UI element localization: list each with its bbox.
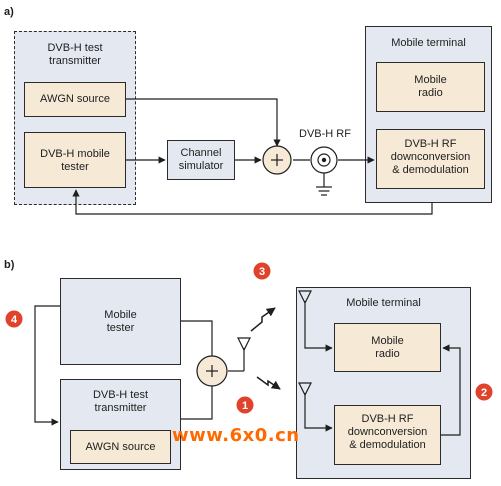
channel-simulator-box — [167, 140, 235, 180]
badge-2-label: 2 — [481, 387, 487, 399]
mobile-terminal-title-a: Mobile terminal — [391, 37, 466, 49]
badge-1: 1 — [236, 396, 254, 414]
feedback-line-b — [441, 344, 461, 436]
tester-to-adder-line — [181, 320, 213, 356]
loop-line-b — [34, 305, 60, 426]
downconversion-box-a — [376, 129, 485, 189]
awgn-source-label: AWGN source — [40, 93, 110, 105]
transmitter-to-adder-line — [181, 386, 213, 420]
rx-antenna-icon-1 — [298, 290, 312, 310]
part-b-label: b) — [4, 259, 15, 271]
downconversion-label-a: DVB-H RF downconversion & demodulation — [390, 138, 471, 176]
badge-2: 2 — [475, 383, 493, 401]
mobile-tester-box — [24, 132, 126, 188]
wireless-signal-icon-lower — [256, 376, 281, 390]
rx-antenna-icon-2 — [298, 382, 312, 401]
mobile-tester-label: DVB-H mobile tester — [40, 148, 110, 173]
test-transmitter-title-b: DVB-H test transmitter — [92, 389, 148, 414]
badge-1-label: 1 — [242, 400, 248, 412]
downconversion-label-b: DVB-H RF downconversion & demodulation — [347, 413, 428, 451]
downconversion-box-b — [334, 405, 441, 465]
badge-4-label: 4 — [11, 314, 18, 326]
antenna2-to-downconv-line — [304, 401, 333, 432]
feedback-line-a — [72, 189, 433, 215]
badge-3-label: 3 — [259, 266, 265, 278]
mobile-radio-box-a — [376, 62, 485, 112]
awgn-source-box — [24, 82, 126, 117]
mobile-tester-panel-b — [60, 278, 181, 365]
antenna1-to-radio-line — [304, 310, 333, 352]
test-transmitter-title: DVB-H test transmitter — [47, 42, 103, 67]
mobile-radio-box-b — [334, 323, 441, 372]
badge-3: 3 — [253, 262, 271, 280]
awgn-source-box-b — [70, 430, 171, 464]
mobile-radio-label-a: Mobile radio — [414, 74, 447, 99]
awgn-source-label-b: AWGN source — [85, 441, 156, 453]
badge-4: 4 — [5, 310, 23, 328]
channel-simulator-label: Channel simulator — [178, 147, 224, 172]
dvbh-rf-label: DVB-H RF — [299, 128, 351, 140]
mobile-tester-label-b: Mobile tester — [104, 309, 137, 334]
wireless-signal-icon-upper — [250, 307, 276, 332]
awgn-to-adder-line — [126, 98, 281, 147]
mobile-terminal-title-b: Mobile terminal — [346, 297, 421, 309]
adder-icon-a — [262, 145, 292, 175]
mobile-radio-label-b: Mobile radio — [371, 335, 404, 360]
part-a-label: a) — [4, 6, 14, 18]
adder-icon-b — [196, 355, 228, 387]
rf-connector-icon — [310, 146, 338, 196]
watermark-text: www.6x0.cn — [172, 425, 300, 446]
tx-antenna-icon — [237, 337, 251, 371]
